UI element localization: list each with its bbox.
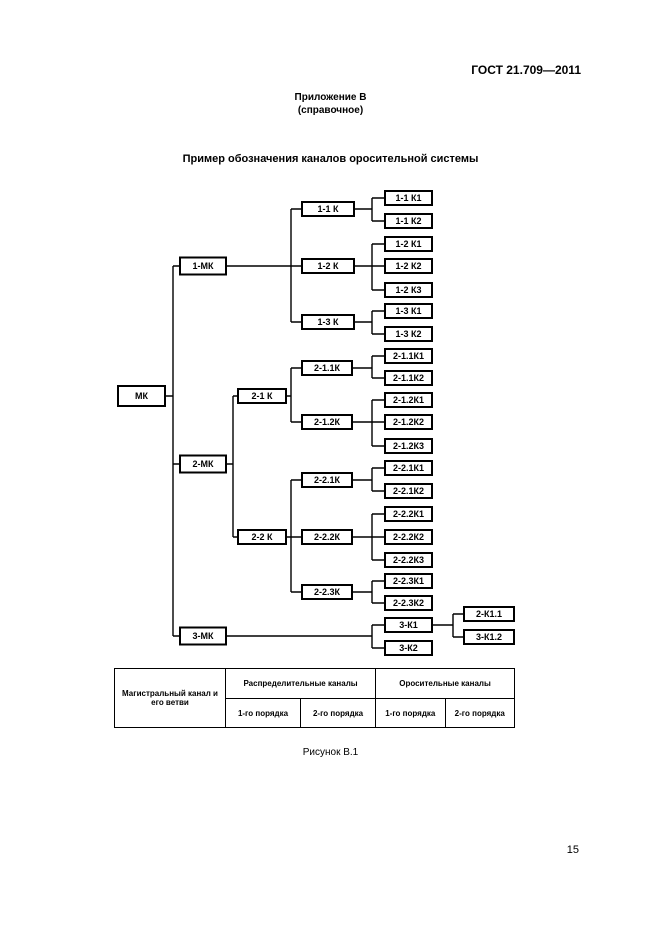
canal-label: 2-2.3К2: [393, 598, 424, 608]
canal-box: [117, 385, 166, 407]
legend-main-canal: Магистральный канал и его ветви: [114, 668, 226, 728]
canal-label: 3-К2: [399, 643, 418, 653]
canal-box: [384, 213, 433, 229]
legend-distribution-order-2: 2-го порядка: [300, 698, 377, 728]
canal-box: [384, 460, 433, 476]
canal-label: 1-2 К1: [395, 239, 421, 249]
canal-label: 2-2.1К1: [393, 463, 424, 473]
legend-table: Магистральный канал и его ветви Распреде…: [114, 668, 516, 728]
canal-label: 1-3 К2: [395, 329, 421, 339]
canal-label: 2-2.3К1: [393, 576, 424, 586]
canal-box: [384, 529, 433, 545]
canal-box: [301, 258, 355, 274]
canal-label: 1-2 К3: [395, 285, 421, 295]
canal-label: 3-К1: [399, 620, 418, 630]
canal-label: 2-2.2К1: [393, 509, 424, 519]
canal-label: 1-3 К1: [395, 306, 421, 316]
canal-box: [384, 348, 433, 364]
canal-label: 2-К1.1: [476, 609, 502, 619]
canal-label: 2-1 К: [251, 391, 273, 401]
canal-box: [384, 506, 433, 522]
canal-box: [384, 573, 433, 589]
canal-box: [301, 529, 353, 545]
figure-title: Пример обозначения каналов оросительной …: [182, 153, 479, 165]
canal-box: [384, 483, 433, 499]
canal-box: [384, 258, 433, 274]
legend-irrigation-order-2: 2-го порядка: [444, 698, 516, 728]
canal-box: [179, 256, 227, 276]
canal-label: 2-2.2К3: [393, 555, 424, 565]
standard-number: ГОСТ 21.709—2011: [471, 63, 581, 77]
canal-box: [301, 201, 355, 217]
canal-label: 2-2 К: [251, 532, 273, 542]
figure-caption: Рисунок В.1: [302, 747, 359, 758]
appendix-note: (справочное): [297, 105, 364, 116]
canal-box: [463, 629, 515, 645]
canal-box: [384, 303, 433, 319]
canal-box: [463, 606, 515, 622]
canal-box: [179, 454, 227, 474]
canal-box: [384, 190, 433, 206]
canal-label: 2-1.2К1: [393, 395, 424, 405]
canal-box: [301, 472, 353, 488]
canal-box: [301, 360, 353, 376]
canal-box: [384, 617, 433, 633]
canal-box: [384, 236, 433, 252]
canal-label: 1-1 К: [317, 204, 339, 214]
canal-label: 2-1.2К: [314, 417, 341, 427]
legend-irrigation-header: Оросительные каналы: [375, 668, 515, 699]
canal-box: [301, 414, 353, 430]
canal-box: [384, 370, 433, 386]
canal-nodes: МК 1-МК 2-МК 3-МК 1-1 К 1-2 К 1-3 К 2-1 К 2-2 К 3…: [117, 190, 515, 656]
canal-box: [384, 595, 433, 611]
canal-label: 2-МК: [193, 459, 214, 469]
canal-label: 1-1 К2: [395, 216, 421, 226]
canal-label: 3-МК: [193, 631, 214, 641]
canal-label: 2-2.1К: [314, 475, 341, 485]
canal-box: [179, 626, 227, 646]
page-number: 15: [566, 844, 579, 856]
canal-label: 2-1.2К3: [393, 441, 424, 451]
canal-box: [384, 326, 433, 342]
canal-label: 1-1 К1: [395, 193, 421, 203]
legend-irrigation-order-1: 1-го порядка: [375, 698, 446, 728]
legend-distribution-order-1: 1-го порядка: [224, 698, 302, 728]
canal-box: [301, 584, 353, 600]
canal-label: 2-1.1К2: [393, 373, 424, 383]
canal-label: 2-1.2К2: [393, 417, 424, 427]
canal-box: [237, 529, 287, 545]
canal-label: МК: [135, 391, 148, 401]
canal-box: [384, 392, 433, 408]
canal-label: 2-2.3К: [314, 587, 341, 597]
canal-box: [237, 388, 287, 404]
canal-label: 2-2.1К2: [393, 486, 424, 496]
canal-label: 2-1.1К: [314, 363, 341, 373]
canal-box: [384, 282, 433, 298]
legend-distribution-header: Распределительные каналы: [224, 668, 377, 699]
canal-label: 1-2 К: [317, 261, 339, 271]
canal-box: [384, 640, 433, 656]
canal-label: 2-2.2К2: [393, 532, 424, 542]
canal-label: 2-1.1К1: [393, 351, 424, 361]
canal-label: 1-МК: [193, 261, 214, 271]
canal-label: 1-2 К2: [395, 261, 421, 271]
connector-lines: [165, 197, 464, 649]
canal-box: [384, 438, 433, 454]
canal-box: [301, 314, 355, 330]
canal-label: 1-3 К: [317, 317, 339, 327]
canal-label: 3-К1.2: [476, 632, 502, 642]
canal-box: [384, 552, 433, 568]
appendix-title: Приложение В: [294, 92, 367, 103]
canal-box: [384, 414, 433, 430]
canal-label: 2-2.2К: [314, 532, 341, 542]
